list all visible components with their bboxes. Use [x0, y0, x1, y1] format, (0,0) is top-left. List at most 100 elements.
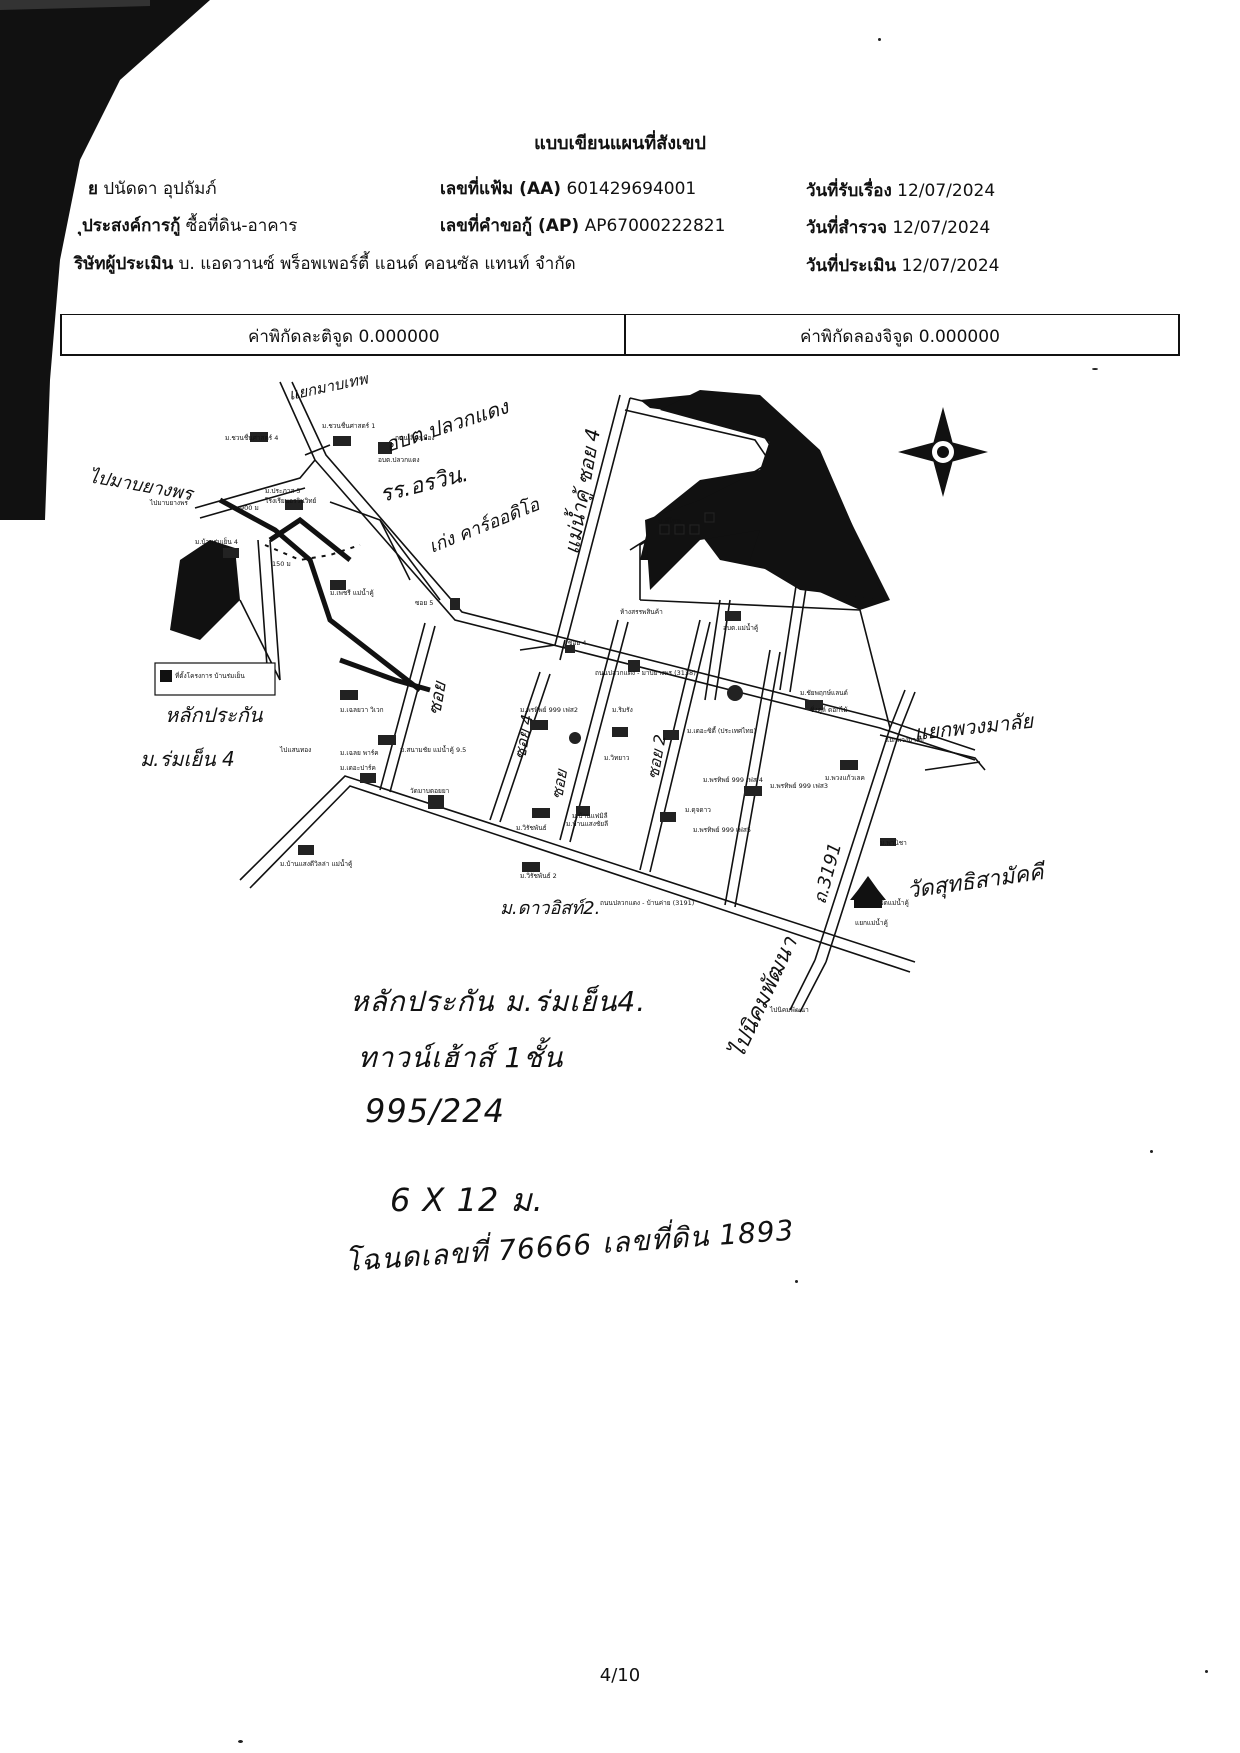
- request-no-line: เลขที่คำขอกู้ (AP) AP67000222821: [440, 212, 725, 239]
- map-label: ม.พรทิพย์ 999 เฟส5: [693, 826, 751, 834]
- map-label: ม.เพชรี แม่น้ำคู้: [330, 588, 374, 597]
- small-squares: [659, 512, 715, 535]
- map-label: ห้างสรรพสินค้า: [620, 608, 663, 616]
- received-value: 12/07/2024: [897, 181, 996, 201]
- handwritten-label: แยกพวงมาลัย: [913, 709, 1035, 745]
- scan-speck: [238, 1740, 243, 1743]
- map-label: ม.ชวนชื่นศาสตร์ 1: [322, 421, 375, 430]
- page-title: แบบเขียนแผนที่สังเขป: [534, 133, 706, 154]
- map-label: อบต.ปลวกแดง: [378, 456, 420, 464]
- purpose-value: ซื้อที่ดิน-อาคาร: [185, 216, 298, 236]
- house-icon: [250, 432, 268, 442]
- handwritten-label: ม.ดาวอิสท์2.: [500, 898, 600, 919]
- handwritten-label: เก่ง คาร์ออดิโอ: [426, 493, 544, 558]
- house-icon: [725, 611, 741, 621]
- house-icon: [360, 773, 376, 783]
- map-label: ไปมาบยางพร: [149, 499, 188, 507]
- map-label: ม.ชัยพฤกษ์แลนด์: [800, 689, 848, 697]
- map-label: ม.พรทิพย์ 999 เฟส2: [520, 706, 578, 714]
- map-label: ซอย 5: [415, 599, 433, 607]
- legend-swatch: [160, 670, 172, 682]
- received-date-line: วันที่รับเรื่อง 12/07/2024: [806, 177, 995, 204]
- note-collateral: หลักประกัน ม.ร่มเย็น4.: [350, 985, 647, 1018]
- house-icon: [660, 812, 676, 822]
- map-label: วัดแม่น้ำคู้: [880, 898, 909, 907]
- house-icon: [223, 548, 239, 558]
- map-label: อบต.แม่น้ำคู้: [723, 623, 758, 632]
- coordinates-box: ค่าพิกัดละติจูด 0.000000 ค่าพิกัดลองจิจู…: [60, 314, 1180, 356]
- handwritten-label: ถ.3191: [810, 841, 846, 907]
- house-icon: [744, 786, 762, 796]
- house-icon: [532, 808, 550, 818]
- house-icons: [223, 432, 896, 872]
- map-label: ที่ตั้งโครงการ บ้านร่มเย็น: [175, 671, 245, 680]
- handwritten-label: ซอย 4: [510, 713, 537, 761]
- house-icon: [378, 442, 392, 454]
- temple-icon: [850, 876, 886, 908]
- map-label: ม.วิทยาว: [604, 754, 630, 762]
- map-label: ม.มีโชค: [658, 517, 681, 525]
- file-no-value: 601429694001: [566, 179, 697, 199]
- house-icon: [612, 727, 628, 737]
- map-label: ม.ดุจดาว: [685, 806, 711, 814]
- handwritten-label: แยกมาบเทพ: [287, 369, 370, 404]
- handwritten-label: ซอย: [547, 766, 571, 800]
- received-label: วันที่รับเรื่อง: [806, 181, 892, 201]
- dotted-path: [264, 544, 361, 562]
- hospital-icon: [450, 598, 460, 610]
- map-label: ม.เดอะปาร์ค: [340, 764, 376, 772]
- appraiser-label: ริษัทผู้ประเมิน: [74, 254, 174, 274]
- house-icon: [298, 845, 314, 855]
- survey-label: วันที่สำรวจ: [806, 218, 887, 238]
- request-no-label: เลขที่คำขอกู้ (AP): [440, 216, 580, 236]
- house-icon: [340, 690, 358, 700]
- house-icon: [378, 735, 396, 745]
- latitude-label: ค่าพิกัดละติจูด: [248, 327, 354, 347]
- printed-map-labels: ม.ชวนชื่นศาสตร์ 4 ม.ชวนชื่นศาสตร์ 1 อบต.…: [149, 421, 924, 1014]
- map-label: ม.วิรัชพันธ์ 2: [520, 872, 557, 880]
- coordinates-divider: [624, 315, 626, 355]
- map-label: ม.ชวนชื่นศาสตร์ 4: [225, 433, 278, 442]
- file-no-line: เลขที่แฟ้ม (AA) 601429694001: [440, 175, 696, 202]
- legend-box: [154, 662, 276, 696]
- purpose-line: ุประสงค์การกู้ ซื้อที่ดิน-อาคาร: [82, 212, 297, 239]
- map-label: ม.เฉลย พาร์ค: [340, 749, 379, 757]
- map-label: ม.พรทิพย์ 999 เฟส3: [770, 782, 828, 790]
- house-icon: [333, 436, 351, 446]
- map-label: ม.บ้านแสงชัยลี: [566, 820, 608, 828]
- handwritten-label: ไปมาบยางพร: [87, 465, 196, 505]
- handwritten-label: อบต.ปลวกแดง: [382, 394, 512, 457]
- scan-speck: [795, 1280, 798, 1283]
- map-label: ม.เดอะซิตี้ (ประเทศไทย): [687, 726, 756, 735]
- longitude-cell: ค่าพิกัดลองจิจูด 0.000000: [800, 323, 1000, 350]
- landmark-icon: [727, 685, 743, 701]
- survey-date-line: วันที่สำรวจ 12/07/2024: [806, 214, 990, 241]
- map-label: ม.บ้านแฟมิลี: [572, 812, 608, 820]
- map-label: ม.ประภาส 5: [265, 487, 301, 495]
- scan-speck: [1150, 1150, 1153, 1153]
- map-label: ม.พานิชา: [880, 839, 907, 847]
- map-label: 150 ม: [272, 560, 291, 568]
- scan-corner-shadow: [0, 0, 210, 520]
- latitude-cell: ค่าพิกัดละติจูด 0.000000: [248, 323, 440, 350]
- map-label: ม.วิรัชพันธ์: [516, 824, 547, 832]
- scan-speck: [878, 38, 881, 41]
- map-label: 900 ม: [240, 504, 259, 512]
- house-icon: [628, 660, 640, 672]
- map-label: แยกพวงมาลัย: [885, 736, 924, 744]
- house-icon: [285, 500, 303, 510]
- map-label: ม.บ้านร่มเย็น 4: [195, 537, 238, 546]
- latitude-value: 0.000000: [358, 327, 440, 347]
- reservoir-area-fill: [645, 390, 885, 600]
- map-label: ม.พรทิพย์ 999 เฟส 4: [703, 776, 763, 784]
- map-label: ชิ่งคูล์ ดอกไม้: [810, 705, 848, 714]
- applicant-line: ย ปนัดดา อุปถัมภ์: [88, 175, 217, 202]
- landmark-icon: [569, 732, 581, 744]
- longitude-label: ค่าพิกัดลองจิจูด: [800, 327, 914, 347]
- project-site-block: [170, 540, 240, 640]
- note-house-number: 995/224: [365, 1092, 505, 1130]
- map-label: ม.พวงแก้วเลค: [825, 774, 865, 782]
- map-label: ถนนปลวกแดง - บ้านค่าย (3191): [600, 899, 694, 907]
- appraiser-value: บ. แอดวานซ์ พร็อพเพอร์ตี้ แอนด์ คอนซัล แ…: [178, 254, 576, 274]
- map-label: ม.ริมรัง: [612, 706, 633, 714]
